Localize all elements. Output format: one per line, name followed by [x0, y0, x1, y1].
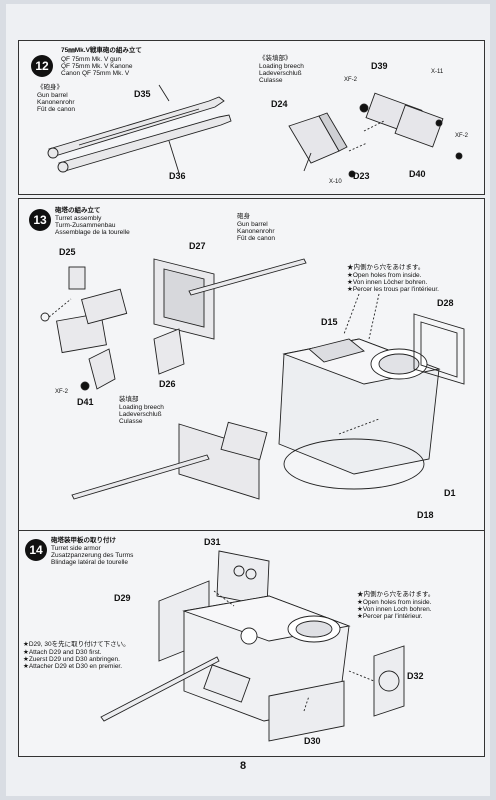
step-14-first-ja: ★D29, 30を先に取り付けて下さい。: [23, 641, 130, 648]
step-13-breech-ja: 装填部: [119, 396, 139, 403]
step-13-barrel-fr: Fût de canon: [237, 235, 275, 242]
step-12-number: 12: [31, 55, 53, 77]
step-12-barrel-fr: Fût de canon: [37, 106, 75, 113]
step-13-note-en: ★Open holes from inside.: [347, 272, 422, 279]
part-d35-label: D35: [134, 89, 151, 99]
step-13-note-ja: ★内側から穴をあけます。: [347, 264, 425, 271]
step-12-panel: 12 75㎜Mk.V戦車砲の組み立て QF 75mm Mk. V gun QF …: [18, 40, 485, 195]
step-12-title-en: QF 75mm Mk. V gun: [61, 56, 121, 63]
step-14-first-fr: ★Attacher D29 et D30 en premier.: [23, 663, 123, 670]
step-14-title-ja: 砲塔装甲板の取り付け: [51, 537, 116, 544]
part-d41-label: D41: [77, 397, 94, 407]
step-14-note-fr: ★Percer par l'intérieur.: [357, 613, 423, 620]
armor-d32-drawing: [373, 645, 405, 717]
page-number: 8: [240, 760, 247, 772]
step-14-first-en: ★Attach D29 and D30 first.: [23, 649, 102, 656]
part-d36-label: D36: [169, 171, 186, 181]
step-14-panel: 14 砲塔装甲板の取り付け Turret side armor Zusatzpa…: [18, 530, 485, 757]
part-d27-label: D27: [189, 241, 206, 251]
step-13-number: 13: [29, 209, 51, 231]
step-12-breech-fr: Culasse: [259, 77, 283, 84]
step-12-breech-en: Loading breech: [259, 63, 304, 70]
step-12-breech-ja: 《装填部》: [259, 55, 292, 62]
loading-breech-drawing: [288, 92, 463, 178]
step-14-title-de: Zusatzpanzerung des Turms: [51, 552, 134, 559]
step-13-title-de: Turm-Zusammenbau: [55, 222, 116, 229]
step-13-panel: 13 砲塔の組み立て Turret assembly Turm-Zusammen…: [18, 198, 485, 532]
step-12-barrel-ja: 《砲身》: [37, 84, 63, 91]
screw-xf2-label: XF-2: [55, 389, 69, 395]
part-d32-label: D32: [407, 671, 424, 681]
step-14-first-de: ★Zuerst D29 und D30 anbringen.: [23, 656, 120, 663]
screw-x11-label: X-11: [431, 69, 444, 75]
step-12-title-fr: Canon QF 75mm Mk. V: [61, 70, 130, 77]
screw-x10-label: X-10: [329, 179, 342, 185]
step-14-number: 14: [25, 539, 47, 561]
step-12-breech-de: Ladeverschluß: [259, 70, 302, 77]
gun-barrel-drawing: [47, 84, 232, 174]
part-d25-label: D25: [59, 247, 76, 257]
part-d29-label: D29: [114, 593, 131, 603]
part-d39-label: D39: [371, 61, 388, 71]
step-13-breech-en: Loading breech: [119, 404, 164, 411]
step-13-title-ja: 砲塔の組み立て: [55, 207, 101, 214]
part-d31-label: D31: [204, 537, 221, 547]
step-13-barrel-de: Kanonenrohr: [237, 228, 275, 235]
step-14-note-de: ★Von innen Loch bohren.: [357, 606, 432, 613]
part-d40-label: D40: [409, 169, 426, 179]
step-13-note-de: ★Von innen Löcher bohren.: [347, 279, 428, 286]
step-14-title-en: Turret side armor: [51, 545, 101, 552]
part-d24-label: D24: [271, 99, 288, 109]
step-12-title-de: QF 75mm Mk. V Kanone: [61, 63, 133, 70]
step-13-barrel-en: Gun barrel: [237, 221, 268, 228]
step-12-title-ja: 75㎜Mk.V戦車砲の組み立て: [61, 47, 142, 54]
step-14-note-en: ★Open holes from inside.: [357, 599, 432, 606]
step-13-diagram: [40, 258, 465, 500]
screw-xf2-b-label: XF-2: [455, 133, 469, 139]
part-d30-label: D30: [304, 736, 321, 746]
part-d26-label: D26: [159, 379, 176, 389]
step-12-barrel-en: Gun barrel: [37, 92, 68, 99]
screw-xf2-a-label: XF-2: [344, 77, 358, 83]
step-13-note-fr: ★Percer les trous par l'intérieur.: [347, 286, 439, 293]
bracket-d26-drawing: [153, 328, 185, 375]
armor-d30-drawing: [268, 680, 345, 742]
step-13-title-en: Turret assembly: [55, 215, 102, 222]
step-12-barrel-de: Kanonenrohr: [37, 99, 75, 106]
step-13-barrel-ja: 砲身: [237, 213, 250, 220]
step-14-note-ja: ★内側から穴をあけます。: [357, 591, 435, 598]
step-14-title-fr: Blindage latéral de tourelle: [51, 559, 128, 566]
step-13-breech-fr: Culasse: [119, 418, 143, 425]
part-d1-label: D1: [444, 488, 456, 498]
step-14-diagram: [100, 550, 405, 742]
part-d23-label: D23: [353, 171, 370, 181]
part-d15-label: D15: [321, 317, 338, 327]
part-d18-label: D18: [417, 510, 434, 520]
step-12-diagram: [47, 84, 463, 178]
step-13-breech-de: Ladeverschluß: [119, 411, 162, 418]
step-13-title-fr: Assemblage de la tourelle: [55, 229, 130, 236]
part-d28-label: D28: [437, 298, 454, 308]
